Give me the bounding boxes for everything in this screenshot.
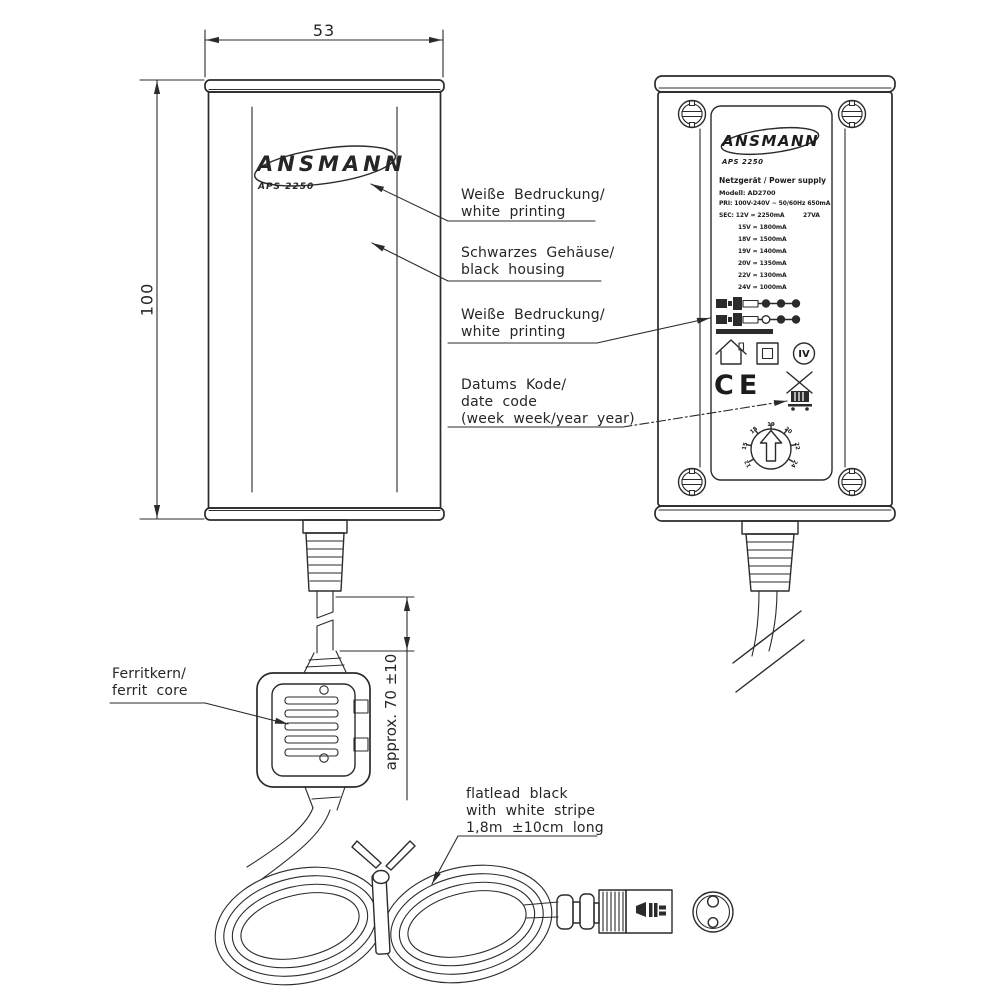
label-secondary-row: 19V = 1400mA [738, 248, 787, 255]
plug-polarity-marking [636, 902, 666, 917]
leader-arrow [773, 400, 787, 406]
dim-arrow-left [206, 36, 219, 44]
leader-arrow [696, 317, 710, 324]
class-ii-icon [756, 342, 779, 365]
label-title: Netzgerät / Power supply [719, 176, 827, 185]
label-primary-rating: PRI: 100V-240V ~ 50/60Hz 650mA [719, 200, 831, 207]
leader-arrow [432, 871, 441, 884]
label-secondary-row: 20V = 1350mA [738, 260, 787, 267]
dim-width-value: 53 [312, 21, 336, 40]
efficiency-iv-icon: IV [792, 342, 816, 365]
dim-arrow-down [403, 637, 411, 650]
dim-height-value: 100 [137, 282, 157, 317]
dial-arrow [759, 429, 783, 462]
callout-line: 1,8m ±10cm long [466, 820, 604, 836]
dim-arrow-up [403, 598, 411, 611]
callout-line: Datums Kode/ [461, 377, 567, 393]
callout-white-printing-label: Weiße Bedruckung/ white printing [461, 307, 605, 341]
label-secondary-rating: SEC: 12V = 2250mA [719, 212, 785, 219]
dial-value: 19 [767, 422, 775, 428]
dimension-height-100 [139, 79, 205, 520]
label-power-rating: 27VA [803, 212, 820, 219]
label-secondary-row: 24V = 1000mA [738, 284, 787, 291]
dim-arrow-down [153, 505, 161, 518]
label-model-no: Modell: AD2700 [719, 189, 776, 197]
dimension-cable-length [335, 596, 415, 801]
dial-value: 22 [793, 442, 800, 451]
callout-leader-lines [109, 183, 788, 885]
callout-line: with white stripe [466, 803, 596, 819]
efficiency-iv-text: IV [798, 349, 810, 360]
dial-value: 15 [742, 442, 749, 451]
front-ansmann-swoosh [253, 145, 397, 187]
dim-cable-length-value: approx. 70 ±10 [382, 653, 400, 771]
screw-icon [837, 99, 867, 129]
cable-tie [351, 840, 416, 955]
label-secondary-row: 15V = 1800mA [738, 224, 787, 231]
plug-polarity-row-1 [716, 297, 801, 310]
plug-front-view [692, 891, 734, 933]
callout-line: Ferritkern/ [112, 666, 187, 682]
back-rating-label: ANSMANN APS 2250 Netzgerät / Power suppl… [711, 106, 832, 480]
house-icon [715, 339, 747, 365]
dial-value: 18 [749, 426, 759, 436]
front-model-text: APS 2250 [258, 182, 315, 192]
leader-arrow [274, 717, 288, 724]
dimension-width-53 [204, 29, 444, 78]
dial-value: 20 [783, 426, 793, 436]
weee-crossed-bin-icon [786, 371, 813, 411]
back-strain-relief-cable [732, 520, 805, 693]
back-device-outline [654, 75, 896, 522]
callout-line: Weiße Bedruckung/ [461, 307, 605, 323]
plug-polarity-row-2 [716, 313, 801, 334]
callout-line: black housing [461, 262, 565, 278]
dim-arrow-up [153, 81, 161, 94]
callout-line: flatlead black [466, 786, 568, 802]
callout-line: date code [461, 394, 538, 410]
voltage-selector-dial: 12 15 18 19 20 22 24 [742, 422, 800, 470]
front-strain-relief [302, 519, 348, 592]
leader-arrow [372, 243, 385, 252]
label-secondary-row: 18V = 1500mA [738, 236, 787, 243]
leader-arrow [371, 184, 385, 193]
callout-ferrit-core: Ferritkern/ ferrit core [112, 666, 188, 700]
label-secondary-row: 22V = 1300mA [738, 272, 787, 279]
callout-white-printing-top: Weiße Bedruckung/ white printing [461, 187, 605, 221]
dial-value: 24 [789, 459, 798, 469]
dc-plug-drawing [556, 889, 673, 934]
back-model-text: APS 2250 [722, 158, 764, 166]
ce-mark: CE [714, 370, 763, 401]
front-cable-with-break [316, 590, 334, 654]
callout-flat-lead: flatlead black with white stripe 1,8m ±1… [466, 786, 604, 837]
screw-icon [677, 467, 707, 497]
back-brand-text: ANSMANN [722, 132, 820, 150]
dial-value: 12 [744, 459, 753, 469]
dim-arrow-right [429, 36, 442, 44]
callout-black-housing: Schwarzes Gehäuse/ black housing [461, 245, 614, 279]
screw-icon [837, 467, 867, 497]
screw-icon [677, 99, 707, 129]
callout-line: white printing [461, 324, 566, 340]
back-ansmann-swoosh [720, 126, 820, 156]
front-brand-text: ANSMANN [257, 152, 407, 176]
callout-line: Schwarzes Gehäuse/ [461, 245, 615, 261]
ferrite-core-drawing [246, 650, 371, 880]
callout-line: Weiße Bedruckung/ [461, 187, 605, 203]
front-device-outline [204, 79, 445, 521]
callout-line: (week week/year year) [461, 411, 635, 427]
callout-line: ferrit core [112, 683, 188, 699]
callout-date-code: Datums Kode/ date code (week week/year y… [461, 377, 635, 428]
callout-line: white printing [461, 204, 566, 220]
